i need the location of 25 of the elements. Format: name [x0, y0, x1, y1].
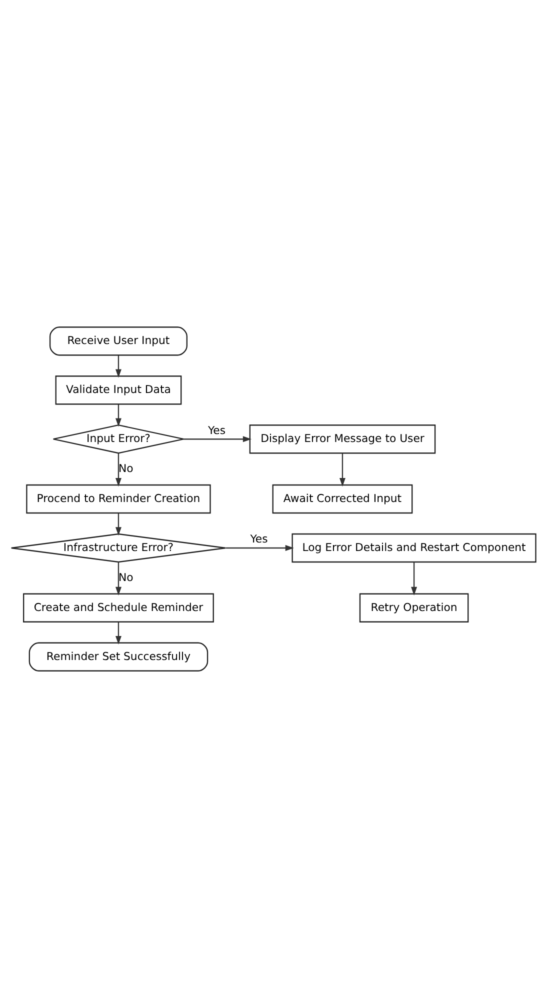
node-box: Retry Operation [359, 592, 469, 622]
arrow [115, 622, 122, 644]
node-diamond: Input Error? [52, 424, 184, 454]
node-box: Receive User Input [49, 326, 188, 356]
arrow [115, 512, 122, 536]
node-box: Procend to Reminder Creation [26, 484, 211, 514]
node-box: Display Error Message to User [249, 424, 436, 454]
arrow [115, 354, 122, 378]
arrow [115, 452, 122, 486]
edge-label: Yes [208, 423, 226, 436]
node-box: Validate Input Data [55, 375, 182, 404]
node-box: Log Error Details and Restart Component [292, 532, 536, 562]
node-box: Reminder Set Successfully [28, 642, 208, 671]
edge-label: No [118, 461, 134, 474]
arrow [115, 404, 122, 426]
edge-label: Yes [250, 532, 268, 546]
arrow [411, 562, 418, 595]
node-box: Create and Schedule Reminder [23, 592, 214, 622]
node-box: Await Corrected Input [272, 484, 413, 514]
arrow [184, 436, 252, 442]
node-diamond: Infrastructure Error? [10, 532, 226, 562]
arrow [115, 562, 122, 595]
arrow [226, 544, 294, 550]
arrow [339, 452, 346, 486]
edge-label: No [118, 570, 134, 584]
